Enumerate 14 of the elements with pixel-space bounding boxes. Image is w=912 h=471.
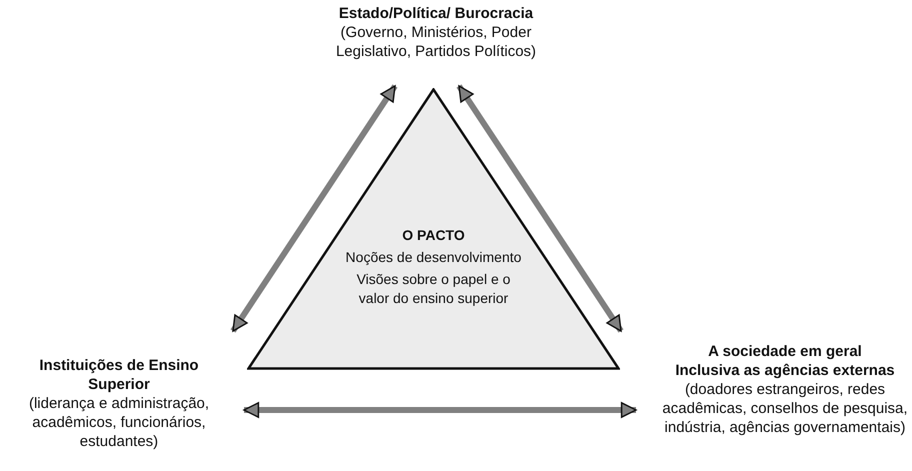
description-text: (liderança e administração, acadêmicos, funcionários, estudantes) — [28, 394, 210, 451]
double-arrow — [230, 84, 398, 333]
double-arrow — [243, 402, 637, 418]
description-text: Visões sobre o papel e o valor do ensino superior — [356, 270, 512, 308]
heading-text: O PACTO — [401, 226, 466, 245]
description-text: Noções de desenvolvimento — [344, 248, 522, 267]
description-text: (Governo, Ministérios, Poder Legislativo, Partidos Políticos) — [334, 23, 538, 61]
description-text: (doadores estrangeiros, redes acadêmicas, conselhos de pesquisa, indústria, agências governamentais) — [662, 380, 908, 437]
heading-text: Estado/Política/ Burocracia — [338, 4, 534, 23]
triangle-shape — [247, 88, 620, 370]
heading-text: Instituições de Ensino Superior — [38, 356, 200, 394]
double-arrow — [456, 84, 624, 333]
heading-text: A sociedade em geral — [707, 342, 863, 361]
heading-text: Inclusiva as agências externas — [674, 361, 896, 380]
